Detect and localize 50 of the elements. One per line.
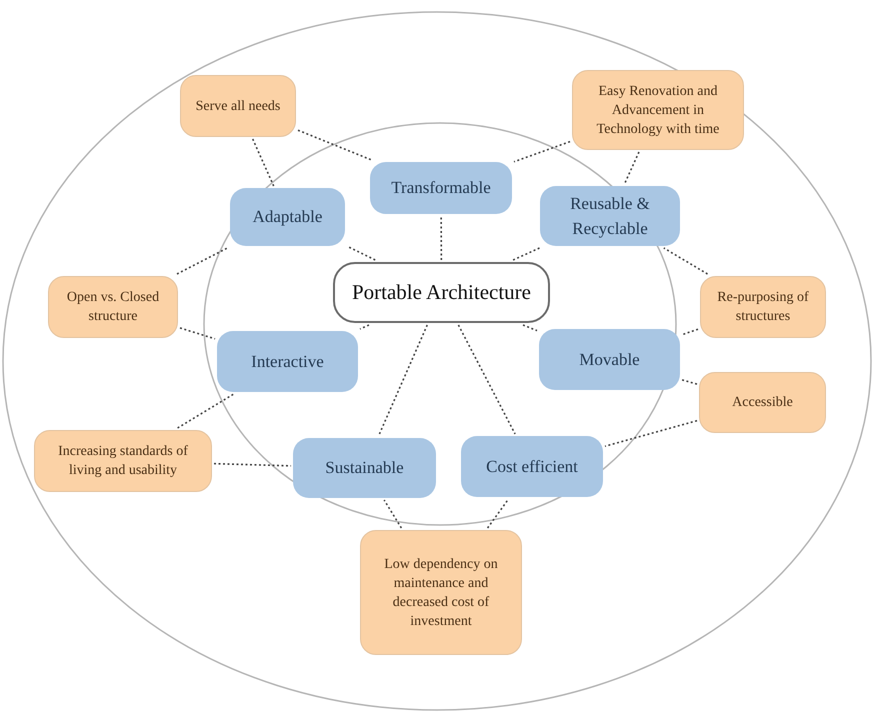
benefit-box	[572, 70, 744, 150]
attribute-box	[217, 331, 358, 392]
dotted-connector	[346, 245, 376, 261]
dotted-connector	[458, 324, 516, 434]
box-label: Transformable	[391, 177, 491, 200]
benefit-box	[700, 276, 826, 338]
dotted-connector	[522, 324, 538, 332]
box-label: Increasing standards of living and usability	[57, 443, 189, 480]
attribute-box	[461, 436, 603, 497]
box-label: Reusable & Recyclable	[569, 192, 651, 240]
box-label: Adaptable	[252, 206, 322, 228]
box-label: Low dependency on maintenance and decreased cost of investment	[383, 556, 499, 630]
box-label: Interactive	[251, 350, 324, 373]
dotted-connector	[252, 138, 274, 186]
box-label: Portable Architecture	[352, 278, 531, 306]
attribute-box	[540, 186, 680, 246]
attribute-box	[539, 329, 680, 390]
dotted-connector	[624, 152, 640, 184]
benefit-box	[34, 430, 212, 492]
benefit-box	[180, 75, 296, 137]
dotted-connector	[682, 328, 698, 336]
box-label: Sustainable	[325, 457, 404, 480]
dotted-connector	[512, 247, 540, 261]
dotted-connector	[378, 324, 428, 436]
dotted-connector	[440, 216, 442, 260]
dotted-connector	[214, 462, 292, 467]
benefit-box	[360, 530, 522, 655]
dotted-connector	[176, 246, 228, 275]
dotted-connector	[360, 324, 370, 330]
dotted-connector	[486, 498, 510, 528]
attribute-box	[293, 438, 436, 498]
central-topic-box	[333, 262, 550, 323]
dotted-connector	[682, 379, 698, 385]
attribute-box	[370, 162, 512, 214]
box-label: Open vs. Closed structure	[66, 289, 160, 326]
box-label: Re-purposing of structures	[716, 289, 810, 326]
benefit-box	[699, 372, 826, 433]
box-label: Accessible	[732, 394, 793, 412]
box-label: Easy Renovation and Advancement in Technology with time	[596, 82, 720, 138]
dotted-connector	[604, 420, 698, 447]
dotted-connector	[180, 327, 216, 340]
dotted-connector	[383, 500, 402, 528]
attribute-box	[230, 188, 345, 246]
dotted-connector	[298, 130, 372, 161]
dotted-connector	[177, 393, 234, 429]
benefit-box	[48, 276, 178, 338]
box-label: Movable	[579, 348, 640, 371]
dotted-connector	[514, 140, 570, 163]
box-label: Cost efficient	[486, 456, 578, 478]
box-label: Serve all needs	[196, 98, 280, 116]
